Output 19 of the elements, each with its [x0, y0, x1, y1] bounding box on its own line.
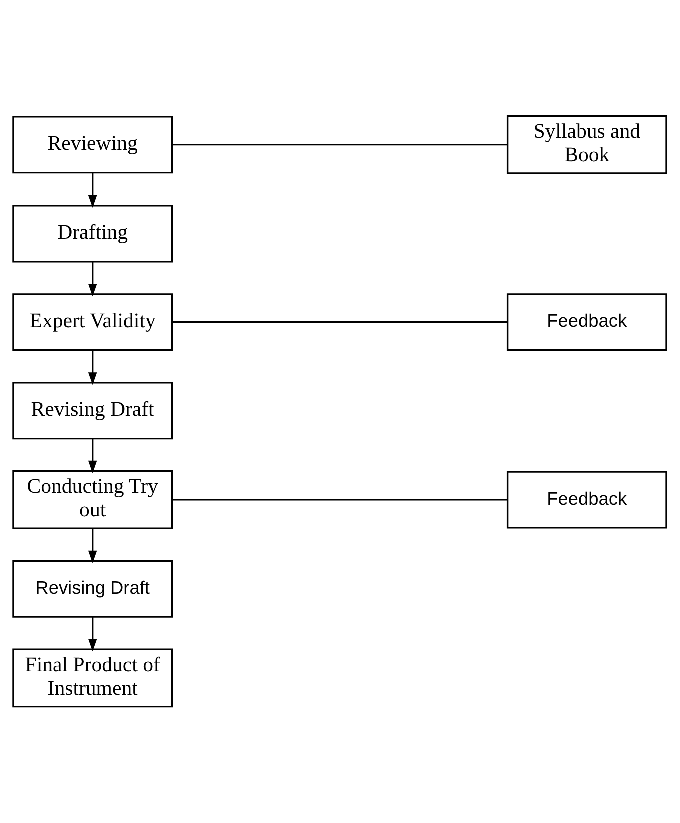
- arrow: [88, 528, 98, 564]
- connector: [172, 322, 508, 324]
- node-box: Syllabus and Book: [506, 115, 668, 174]
- node-box: Conducting Try out: [12, 470, 174, 530]
- node-box: Revising Draft: [12, 382, 174, 440]
- arrow: [88, 617, 98, 652]
- node-box: Feedback: [506, 471, 668, 529]
- arrow: [88, 350, 98, 386]
- node-box: Expert Validity: [12, 294, 174, 352]
- node-box: Drafting: [12, 205, 174, 263]
- node-box: Final Product of Instrument: [12, 648, 174, 708]
- arrow: [88, 173, 98, 208]
- connector: [172, 499, 508, 501]
- node-box: Reviewing: [12, 116, 174, 174]
- arrow: [88, 262, 98, 297]
- node-box: Feedback: [506, 294, 668, 352]
- connector: [172, 144, 508, 146]
- node-box: Revising Draft: [12, 560, 174, 618]
- arrow: [88, 439, 98, 474]
